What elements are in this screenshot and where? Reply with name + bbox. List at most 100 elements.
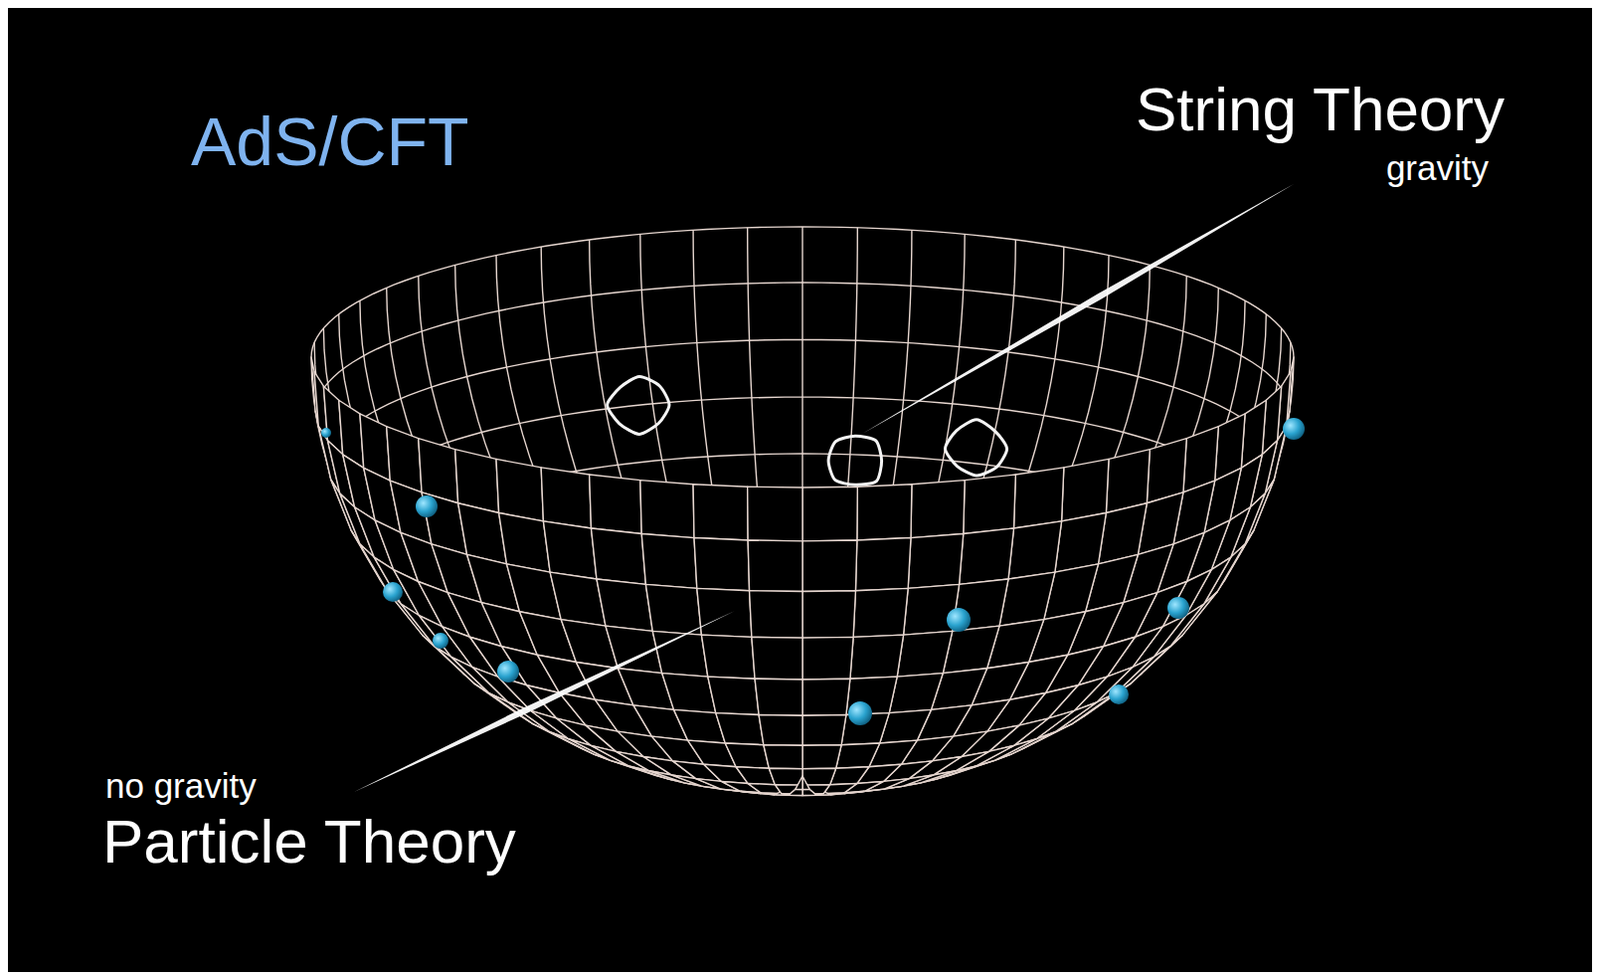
grid-cell	[590, 528, 646, 584]
grid-cell	[802, 678, 851, 715]
string-loop	[828, 435, 882, 485]
grid-cell	[857, 484, 912, 540]
grid-line	[802, 300, 1245, 776]
grid-cell	[496, 458, 543, 522]
grid-line	[496, 255, 803, 776]
grid-cell	[910, 480, 965, 538]
label-no-gravity: no gravity	[105, 767, 257, 803]
grid-cell	[652, 630, 709, 677]
grid-cell	[697, 587, 752, 637]
grid-cell	[693, 484, 748, 540]
grid-line	[359, 300, 803, 776]
background	[7, 7, 1593, 972]
grid-line	[802, 328, 1282, 776]
grid-line	[802, 275, 1187, 776]
grid-cell	[749, 590, 803, 638]
particle-dot	[321, 427, 332, 438]
grid-cell	[1241, 399, 1266, 468]
grid-line	[314, 342, 803, 776]
strings	[607, 375, 1008, 485]
grid-line	[339, 314, 803, 776]
grid-cell	[701, 634, 755, 679]
grid-cell	[855, 537, 911, 591]
particle-dot	[497, 660, 520, 683]
particle-dot	[1167, 596, 1190, 619]
label-gravity: gravity	[1386, 150, 1489, 185]
particle-dot	[848, 701, 873, 725]
grid-cell	[802, 767, 837, 785]
leader-line	[354, 610, 735, 792]
grid-cell	[1014, 467, 1065, 529]
grid-line	[802, 264, 1150, 776]
leader-line	[862, 183, 1294, 434]
grid-cell	[836, 742, 881, 768]
grid-line	[323, 328, 803, 776]
grid-cell	[959, 528, 1015, 584]
grid-cell	[768, 767, 803, 785]
grid-cell	[1062, 458, 1109, 522]
leader-lines	[354, 183, 1294, 792]
grid-line	[802, 356, 1294, 776]
grid-cell	[1055, 512, 1107, 572]
particle-dot	[1282, 417, 1305, 440]
grid-line	[455, 264, 803, 776]
grid-cell	[907, 533, 964, 589]
grid-cell	[747, 539, 803, 591]
particles	[321, 417, 1305, 725]
grid-cell	[850, 634, 904, 679]
bowl-back-grid	[311, 226, 1294, 776]
grid-cell	[802, 636, 854, 680]
grid-line	[540, 246, 803, 776]
string-loop	[944, 419, 1007, 476]
grid-cell	[724, 742, 769, 768]
grid-cell	[896, 630, 953, 677]
grid-cell	[802, 714, 847, 746]
grid-cell	[708, 676, 759, 714]
grid-line	[802, 314, 1266, 776]
grid-cell	[747, 486, 803, 541]
grid-cell	[754, 678, 803, 715]
grid-cell	[589, 474, 643, 534]
particle-dot	[946, 607, 971, 632]
grid-cell	[455, 449, 500, 514]
grid-cell	[1105, 449, 1150, 514]
grid-cell	[694, 537, 750, 591]
grid-cell	[802, 744, 842, 769]
grid-line	[311, 356, 803, 776]
grid-line	[802, 342, 1291, 776]
particle-dot	[1108, 684, 1129, 705]
grid-cell	[499, 512, 551, 572]
grid-line	[386, 287, 803, 776]
grid-cell	[751, 636, 803, 680]
grid-cell	[540, 467, 591, 529]
grid-cell	[715, 712, 764, 745]
particle-dot	[382, 581, 403, 602]
grid-cell	[802, 486, 858, 541]
label-string-theory: String Theory	[1135, 78, 1505, 141]
grid-cell	[542, 521, 597, 579]
grid-cell	[641, 533, 698, 589]
label-particle-theory: Particle Theory	[102, 810, 517, 873]
grid-cell	[645, 583, 702, 635]
bowl-front-grid	[311, 356, 1294, 796]
grid-cell	[788, 788, 803, 795]
grid-cell	[339, 399, 364, 468]
grid-cell	[763, 744, 803, 769]
grid-cell	[802, 590, 856, 638]
grid-cell	[802, 539, 858, 591]
particle-dot	[415, 495, 438, 518]
grid-line	[802, 255, 1109, 776]
grid-line	[418, 275, 803, 776]
title: AdS/CFT	[190, 107, 470, 176]
string-loop	[607, 375, 670, 434]
grid-cell	[802, 788, 817, 795]
grid-cell	[795, 775, 803, 789]
grid-cell	[758, 714, 803, 746]
particle-dot	[432, 632, 449, 649]
grid-cell	[853, 587, 908, 637]
grid-cell	[596, 578, 653, 631]
grid-line	[802, 287, 1219, 776]
grid-cell	[1008, 521, 1063, 579]
grid-cell	[963, 474, 1017, 534]
